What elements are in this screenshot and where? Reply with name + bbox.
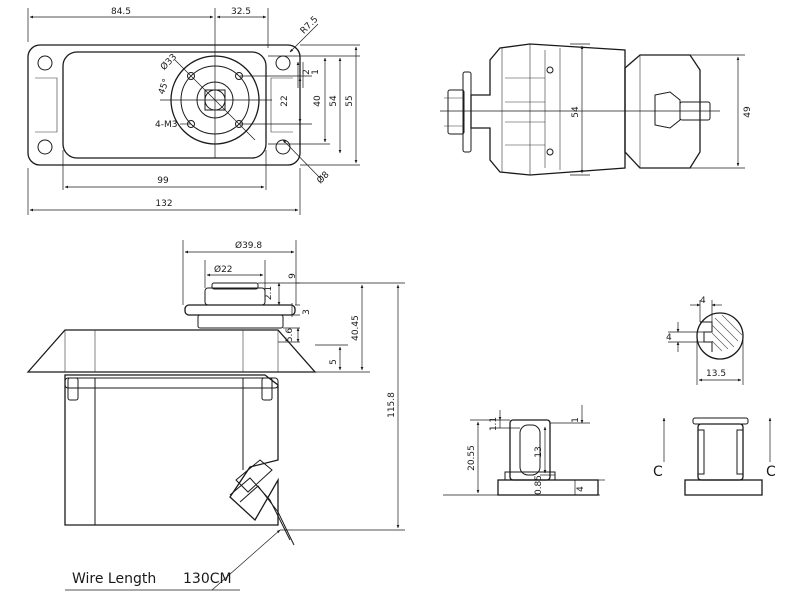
ss-dim-0-85: 0.85	[534, 475, 544, 495]
side-dim-49: 49	[743, 106, 753, 118]
front-view: Wire Length 130CM Ø39.8 Ø22 2.1 9 3 5.6 …	[26, 240, 405, 591]
top-view: 84.5 32.5 R7.5 Ø33 45° 4-M3 2 1 22 40 54…	[27, 7, 360, 215]
sec-dim-w4: 4	[700, 296, 706, 306]
side-view: 54 49	[440, 43, 753, 176]
dim-5-6: 5.6	[285, 328, 295, 343]
mount-hole-br	[275, 139, 291, 155]
dim-32-5: 32.5	[231, 7, 251, 17]
dim-45deg: 45°	[157, 78, 172, 96]
dim-d8: Ø8	[315, 169, 332, 186]
case-body	[64, 374, 279, 526]
dim-3: 3	[302, 309, 312, 315]
ss-dim-1: 1	[571, 417, 581, 423]
sec-dim-d13-5: 13.5	[706, 369, 726, 379]
horn-disk	[184, 304, 296, 316]
dim-115-8: 115.8	[387, 392, 397, 418]
dim-d22: Ø22	[214, 264, 233, 275]
dim-40: 40	[313, 95, 323, 107]
dim-54: 54	[329, 95, 339, 107]
mount-hole-tl	[37, 55, 53, 71]
body-outline	[62, 51, 267, 159]
shaft-circle	[696, 312, 744, 360]
ss-dim-1-1: 1.1	[489, 417, 499, 431]
side-dim-54: 54	[571, 106, 581, 118]
sec-dim-h4: 4	[666, 333, 672, 343]
shaft-section: 4 4 13.5	[666, 296, 744, 385]
dim-9: 9	[288, 273, 298, 279]
wire-length-label: Wire Length	[72, 571, 156, 587]
section-label-left: C	[653, 464, 663, 480]
dim-1: 1	[311, 69, 321, 75]
side-body	[470, 43, 626, 176]
dim-d33: Ø33	[158, 52, 179, 73]
section-cc: C C	[653, 417, 776, 496]
mount-hole-bl	[37, 139, 53, 155]
mount-hole-tr	[275, 55, 291, 71]
dim-84-5: 84.5	[111, 7, 131, 17]
ss-dim-20-55: 20.55	[467, 445, 477, 471]
shaft-side: 20.55 1.1 1 13 0.85 4	[443, 405, 605, 496]
dim-4-m3: 4-M3	[155, 120, 177, 130]
dim-5: 5	[329, 359, 339, 365]
section-cc-base	[684, 479, 763, 496]
dim-22: 22	[280, 95, 290, 106]
case-flange	[26, 329, 317, 373]
ss-dim-4: 4	[576, 486, 586, 492]
dim-40-45: 40.45	[351, 315, 361, 341]
dim-99: 99	[157, 176, 169, 186]
dim-2: 2	[302, 69, 312, 75]
dim-2-1: 2.1	[264, 286, 274, 300]
wire-length-value: 130CM	[183, 571, 232, 587]
dim-132: 132	[155, 199, 172, 209]
dim-d39-8: Ø39.8	[235, 240, 262, 251]
dim-55: 55	[345, 95, 355, 106]
section-label-right: C	[766, 464, 776, 480]
dim-r7-5: R7.5	[299, 15, 321, 37]
ss-dim-13: 13	[534, 446, 544, 457]
